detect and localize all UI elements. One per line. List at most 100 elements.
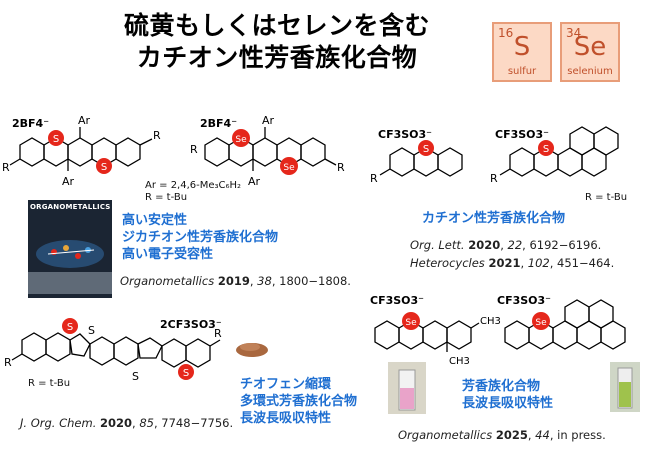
- feature-item: 高い安定性: [122, 213, 188, 228]
- panel1-feature-list: 高い安定性 ジカチオン性芳香族化合物 高い電子受容性: [122, 212, 278, 263]
- journal-name: J. Org. Chem.: [20, 416, 97, 430]
- r-group-label: R: [370, 172, 378, 185]
- journal-cover-title: ORGANOMETALLICS: [30, 203, 111, 211]
- element-name: sulfur: [507, 66, 537, 77]
- ref-year: 2020: [100, 416, 133, 430]
- reference-item: Heterocycles 2021, 102, 451−464.: [410, 256, 615, 270]
- sulfur-atom-label: S: [101, 162, 107, 173]
- ref-year: 2019: [217, 274, 250, 288]
- aryl-label: Ar: [78, 114, 91, 127]
- anion-label: 2CF3SO3⁻: [160, 318, 222, 331]
- selenium-atom-label: Se: [283, 163, 295, 173]
- panel1-reference: Organometallics 2019, 38, 1800−1808.: [120, 274, 351, 288]
- selenium-atom-marker: [402, 312, 420, 330]
- sulfur-atom-marker: [538, 140, 554, 156]
- r-group-label: R: [214, 327, 222, 340]
- sulfur-atom-label: S: [53, 134, 59, 145]
- ref-pages: 6192−6196.: [529, 238, 602, 252]
- r-definition: R = t-Bu: [28, 378, 71, 389]
- selenium-atom-label: Se: [405, 318, 417, 328]
- dicationic-structures-figure: S S Se Se 2BF4⁻ 2BF4⁻ Ar Ar Ar Ar R R R …: [2, 114, 345, 188]
- ref-pages: , in press.: [549, 428, 606, 442]
- sulfur-atom-marker: [178, 364, 194, 380]
- selenium-atom-label: Se: [535, 318, 547, 328]
- ring: [252, 137, 278, 167]
- title-line-2: カチオン性芳香族化合物: [136, 43, 418, 72]
- r-group-label: R: [337, 161, 345, 174]
- green-solution-vial-photo: [610, 362, 640, 412]
- red-solution-vial-photo: [388, 362, 426, 414]
- element-symbol: S: [513, 32, 531, 62]
- selenium-atom-marker: [280, 157, 298, 175]
- reference-item: Org. Lett. 2020, 22, 6192−6196.: [410, 238, 602, 252]
- sulfur-atom-marker: [96, 158, 112, 174]
- thiophene-sulfur-label: S: [132, 370, 139, 383]
- thiophene-fused-structure-figure: S S S S R R: [4, 318, 222, 383]
- anion-label: CF3SO3⁻: [378, 128, 432, 141]
- sulfur-atom-label: S: [67, 322, 73, 333]
- ref-pages: 451−464.: [557, 256, 615, 270]
- aryl-label: Ar: [62, 175, 75, 188]
- powder-sample-photo: [236, 343, 268, 357]
- aryl-definition: Ar = 2,4,6-Me₃C₆H₂: [145, 180, 242, 191]
- r-group-label: R: [153, 129, 161, 142]
- r-group-label: R: [490, 172, 498, 185]
- ring: [204, 137, 230, 167]
- r-group-label: R: [4, 356, 12, 369]
- feature-item: 長波長吸収特性: [462, 396, 554, 411]
- title-line-1: 硫黄もしくはセレンを含む: [123, 11, 430, 40]
- panel2-references: Org. Lett. 2020, 22, 6192−6196. Heterocy…: [410, 236, 614, 272]
- sulfur-atom-label: S: [183, 368, 189, 379]
- r-definition: R = t-Bu: [585, 192, 628, 203]
- feature-item: 高い電子受容性: [122, 247, 214, 262]
- ring: [300, 137, 326, 167]
- journal-cover-image: ORGANOMETALLICS: [28, 200, 112, 298]
- panel4-reference: Organometallics 2025, 44, in press.: [398, 428, 606, 442]
- atomic-number: 34: [566, 26, 582, 40]
- anion-label: CF3SO3⁻: [497, 294, 551, 307]
- panel2-label: カチオン性芳香族化合物: [422, 211, 566, 226]
- anion-label: 2BF4⁻: [200, 117, 237, 130]
- anion-label: 2BF4⁻: [12, 117, 49, 130]
- sulfur-atom-label: S: [543, 144, 549, 155]
- selenium-atom-label: Se: [235, 135, 247, 145]
- selenium-atom-marker: [532, 312, 550, 330]
- ref-volume: 85: [139, 416, 154, 430]
- ring: [67, 137, 93, 167]
- ref-year: 2021: [488, 256, 521, 270]
- ref-year: 2020: [468, 238, 501, 252]
- sulfur-atom-label: S: [423, 144, 429, 155]
- sulfur-element-tile: 16 S sulfur: [492, 22, 552, 82]
- journal-cover-art: [28, 240, 112, 294]
- journal-name: Organometallics: [398, 428, 493, 442]
- journal-name: Org. Lett.: [410, 238, 465, 252]
- r-definition: R = t-Bu: [145, 192, 188, 203]
- feature-item: 長波長吸収特性: [240, 411, 332, 426]
- panel3-reference: J. Org. Chem. 2020, 85, 7748−7756.: [20, 416, 234, 430]
- methyl-label: CH3: [449, 356, 470, 367]
- aryl-label: Ar: [262, 114, 275, 127]
- aryl-label: Ar: [248, 175, 261, 188]
- ref-volume: 38: [257, 274, 272, 288]
- panel4-feature-list: 芳香族化合物 長波長吸収特性: [462, 378, 553, 412]
- ref-pages: 7748−7756.: [161, 416, 234, 430]
- ref-volume: 22: [507, 238, 523, 252]
- anion-label: CF3SO3⁻: [495, 128, 549, 141]
- element-symbol: Se: [573, 32, 607, 62]
- anion-label: CF3SO3⁻: [370, 294, 424, 307]
- ring: [115, 137, 141, 167]
- feature-item: チオフェン縮環: [240, 377, 332, 392]
- ref-volume: 102: [527, 256, 550, 270]
- journal-name: Heterocycles: [410, 256, 485, 270]
- feature-item: 多環式芳香族化合物: [240, 394, 358, 409]
- selenium-cation-structures-figure: Se Se CF3SO3⁻ CF3SO3⁻ CH3 CH3: [370, 294, 626, 367]
- element-name: selenium: [567, 66, 613, 77]
- selenium-element-tile: 34 Se selenium: [560, 22, 620, 82]
- ref-pages: 1800−1808.: [279, 274, 351, 288]
- sulfur-atom-marker: [62, 318, 78, 334]
- page-title: 硫黄もしくはセレンを含む カチオン性芳香族化合物: [62, 10, 492, 74]
- r-group-label: R: [2, 161, 10, 174]
- feature-item: 芳香族化合物: [462, 379, 541, 394]
- r-group-label: R: [190, 143, 198, 156]
- thiophene-sulfur-label: S: [88, 324, 95, 337]
